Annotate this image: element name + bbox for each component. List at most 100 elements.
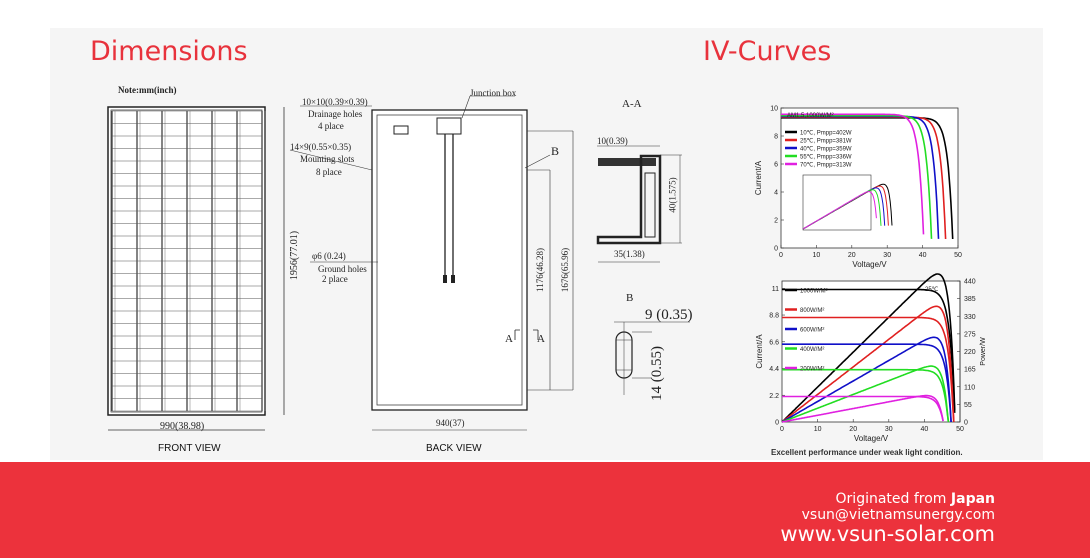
- y2-tick-label: 220: [964, 349, 976, 356]
- power-curve-series: [781, 336, 952, 423]
- y-tick-label: 0: [774, 246, 778, 253]
- origin-text: Originated from: [835, 491, 951, 507]
- connector: [451, 275, 455, 283]
- y2-tick-label: 385: [964, 296, 976, 303]
- y-tick-label: 6.6: [769, 339, 779, 346]
- legend-label: 55℃, Pmpp=336W: [800, 155, 852, 161]
- y2-axis-label: Power/W: [980, 337, 987, 366]
- ground-label: Ground holes: [318, 264, 367, 274]
- junction-box-label: Junction box: [470, 88, 517, 98]
- mount-count: 8 place: [316, 167, 342, 177]
- units-note: Note:mm(inch): [118, 85, 177, 95]
- y2-tick-label: 440: [964, 279, 976, 286]
- y2-tick-label: 330: [964, 314, 976, 321]
- y-tick-label: 8: [774, 134, 778, 141]
- dimensions-heading: Dimensions: [90, 36, 248, 67]
- glass-laminate: [598, 158, 656, 166]
- section-d3: 35(1.38): [614, 249, 645, 259]
- x-axis-label: Voltage/V: [852, 260, 887, 269]
- inset-power-chart: [802, 174, 872, 231]
- origin-line: Originated from Japan: [836, 491, 995, 507]
- y-tick-label: 6: [774, 162, 778, 169]
- y2-tick-label: 165: [964, 367, 976, 374]
- footer-band: [0, 462, 1090, 558]
- section-d2: 40(1.575): [667, 177, 678, 213]
- power-curve-series: [781, 365, 950, 423]
- x-axis-label: Voltage/V: [854, 434, 889, 443]
- frame-profile: [596, 154, 662, 245]
- drainage-count: 4 place: [318, 121, 344, 131]
- back-frame: [371, 109, 528, 411]
- power-curve-series: [781, 273, 956, 423]
- x-tick-label: 30: [883, 252, 891, 259]
- ground-dim: φ6 (0.24): [312, 251, 346, 261]
- leader: [461, 95, 471, 119]
- x-tick-label: 20: [848, 252, 856, 259]
- x-tick-label: 0: [780, 426, 784, 433]
- x-tick-label: 0: [779, 252, 783, 259]
- legend-label: 800W/M²: [800, 308, 824, 314]
- iv-curve-series: [782, 316, 955, 423]
- back-view-label: BACK VIEW: [426, 443, 482, 454]
- y2-tick-label: 0: [964, 420, 968, 427]
- chart-title: 25℃: [925, 287, 939, 293]
- iv-curve-series: [782, 368, 950, 423]
- power-curve-series: [781, 305, 955, 423]
- section-a-marker-right: A: [537, 333, 545, 345]
- front-width-dim: 990(38.98): [160, 421, 205, 432]
- section-drawings: [596, 145, 690, 395]
- section-d1: 10(0.39): [597, 136, 628, 146]
- connector: [443, 275, 447, 283]
- y-tick-label: 8.8: [769, 313, 779, 320]
- chart-title: AM1.5,1000W/M²: [787, 113, 834, 119]
- x-tick-label: 20: [849, 426, 857, 433]
- leader: [289, 149, 373, 171]
- label-plate: [393, 125, 409, 135]
- detail-b-title: B: [626, 292, 634, 304]
- y2-tick-label: 110: [964, 384, 975, 391]
- legend-label: 40℃, Pmpp=359W: [800, 147, 852, 153]
- legend-label: 200W/M²: [800, 367, 824, 373]
- power-curve-series: [781, 394, 944, 423]
- y2-tick-label: 55: [964, 402, 972, 409]
- email-link[interactable]: vsun@vietnamsunergy.com: [801, 507, 995, 523]
- legend-label: 600W/M²: [800, 328, 824, 334]
- website-link[interactable]: www.vsun-solar.com: [780, 522, 995, 546]
- detail-b-marker: B: [551, 144, 560, 158]
- iv-curve-series: [781, 113, 925, 235]
- x-tick-label: 10: [813, 252, 821, 259]
- ground-count: 2 place: [322, 274, 348, 284]
- front-view-label: FRONT VIEW: [158, 443, 221, 454]
- slot-distance-dim: 1176(46.28): [534, 248, 545, 292]
- y-axis-label: Current/A: [755, 334, 764, 369]
- y-axis-label: Current/A: [754, 160, 763, 195]
- back-view-drawing: [289, 95, 574, 431]
- y-tick-label: 10: [770, 106, 778, 113]
- detail-b-width: 9 (0.35): [645, 307, 693, 323]
- leader: [524, 154, 551, 169]
- front-view-drawing: [107, 106, 285, 431]
- drainage-dim: 10×10(0.39×0.39): [302, 97, 368, 107]
- y-tick-label: 4.4: [769, 366, 779, 373]
- x-tick-label: 40: [919, 252, 927, 259]
- section-aa-title: A-A: [622, 98, 642, 110]
- iv-curve-series: [782, 343, 952, 423]
- legend-label: 400W/M²: [800, 347, 824, 353]
- back-inner-frame: [376, 114, 523, 406]
- back-width-dim: 940(37): [436, 418, 465, 428]
- chart-caption: Excellent performance under weak light c…: [771, 448, 963, 457]
- iv-curves-heading: IV-Curves: [703, 36, 832, 67]
- legend-label: 70℃, Pmpp=313W: [800, 163, 852, 169]
- drainage-label: Drainage holes: [308, 109, 363, 119]
- y-tick-label: 4: [774, 190, 778, 197]
- x-tick-label: 50: [954, 252, 962, 259]
- y-tick-label: 2.2: [769, 393, 779, 400]
- section-a-marker-left: A: [505, 333, 513, 345]
- mount-label: Mounting slots: [300, 154, 355, 164]
- junction-box: [436, 117, 462, 135]
- mount-dim: 14×9(0.55×0.35): [290, 142, 352, 152]
- x-tick-label: 10: [814, 426, 822, 433]
- legend-label: 10℃, Pmpp=402W: [800, 131, 852, 137]
